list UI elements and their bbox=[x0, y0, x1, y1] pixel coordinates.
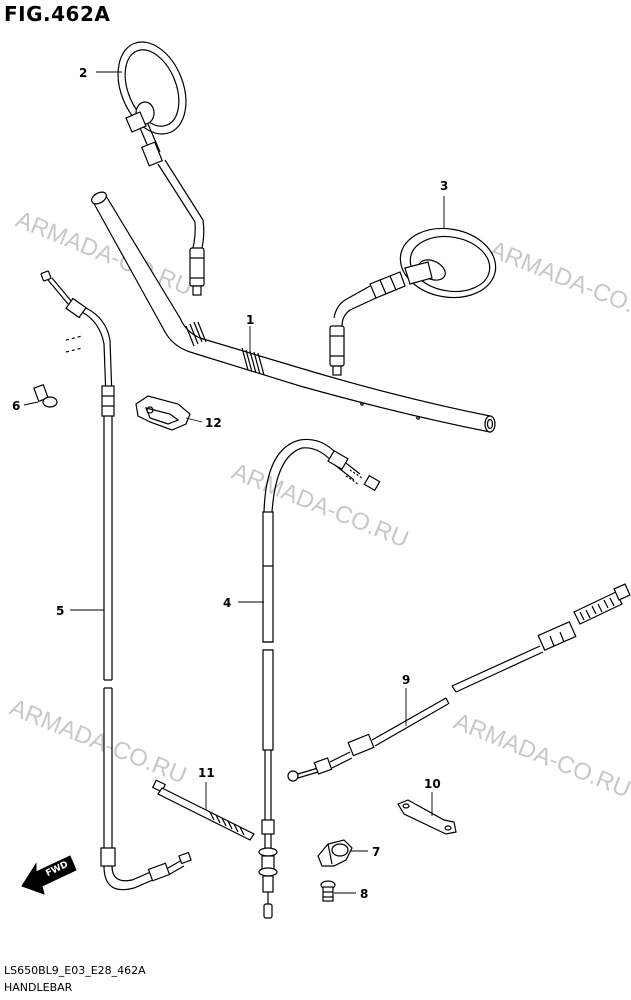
part-label-9: 9 bbox=[402, 673, 410, 687]
fwd-arrow: FWD bbox=[21, 855, 77, 895]
part-label-1: 1 bbox=[246, 313, 254, 327]
part-label-3: 3 bbox=[440, 179, 448, 193]
bracket-10 bbox=[397, 799, 457, 835]
part-label-5: 5 bbox=[56, 604, 64, 618]
bolt-8 bbox=[320, 880, 336, 902]
diagram-name: HANDLEBAR bbox=[4, 981, 73, 994]
part-label-10: 10 bbox=[424, 777, 441, 791]
clamp-12 bbox=[135, 395, 191, 431]
clutch-cable bbox=[40, 270, 192, 891]
bolt-6 bbox=[33, 383, 58, 408]
clamp-7 bbox=[317, 839, 353, 867]
cable-tie-11 bbox=[151, 779, 255, 841]
mirror-right bbox=[329, 227, 497, 376]
throttle-cable bbox=[258, 438, 381, 919]
part-label-4: 4 bbox=[223, 596, 231, 610]
figure-title: FIG.462A bbox=[4, 2, 111, 26]
handlebar bbox=[91, 191, 496, 433]
leader-lines bbox=[23, 71, 445, 894]
part-label-6: 6 bbox=[12, 399, 20, 413]
cable-9 bbox=[287, 583, 631, 782]
part-label-8: 8 bbox=[360, 887, 368, 901]
part-label-7: 7 bbox=[372, 845, 380, 859]
mirror-left bbox=[117, 41, 205, 296]
diagram-code: LS650BL9_E03_E28_462A bbox=[4, 964, 146, 977]
part-label-12: 12 bbox=[205, 416, 222, 430]
part-label-2: 2 bbox=[79, 66, 87, 80]
part-label-11: 11 bbox=[198, 766, 215, 780]
